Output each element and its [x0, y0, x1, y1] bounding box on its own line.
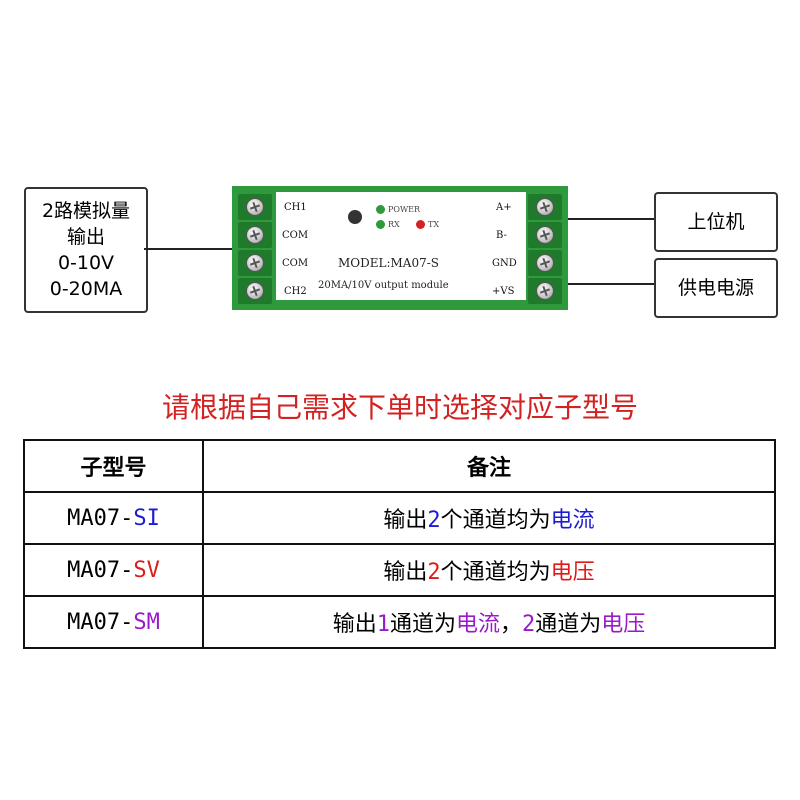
- rx-led-icon: [376, 220, 385, 229]
- power-supply-callout: 供电电源: [654, 258, 778, 318]
- remark-count: 2: [522, 612, 536, 637]
- wire-psu: [568, 283, 654, 285]
- pin-label: GND: [492, 258, 517, 269]
- submodel-table: 子型号 备注 MA07-SI 输出2个通道均为电流 MA07-SV 输出2个通道…: [23, 439, 776, 649]
- pin-label: A+: [496, 202, 512, 213]
- pin-label: B-: [496, 230, 507, 241]
- remark-count: 2: [427, 508, 441, 533]
- remark-cell: 输出1通道为电流，2通道为电压: [202, 595, 776, 649]
- remark-type: 电流: [455, 612, 500, 637]
- terminal-screw: [238, 194, 272, 220]
- remark-text: 输出: [383, 508, 428, 533]
- callout-label: 供电电源: [677, 277, 754, 299]
- module-subtitle: 20MA/10V output module: [318, 280, 449, 291]
- model-suffix: SV: [133, 557, 160, 583]
- pin-label: CH2: [284, 286, 307, 297]
- table-header-row: 子型号 备注: [23, 439, 776, 493]
- terminal-screw: [528, 194, 562, 220]
- remark-text: 个通道均为: [440, 560, 551, 585]
- model-prefix: MA07-: [67, 557, 134, 583]
- header-remark: 备注: [202, 439, 776, 493]
- status-led: [348, 210, 362, 224]
- remark-type: 电压: [550, 560, 595, 585]
- table-row: MA07-SI 输出2个通道均为电流: [23, 491, 776, 545]
- remark-text: 通道为: [535, 612, 602, 637]
- table-row: MA07-SM 输出1通道为电流，2通道为电压: [23, 595, 776, 649]
- model-prefix: MA07-: [67, 609, 134, 635]
- tx-led-icon: [416, 220, 425, 229]
- remark-text: 通道为: [389, 612, 456, 637]
- module-label-panel: POWER RX TX MODEL:MA07-S 20MA/10V output…: [312, 192, 484, 300]
- terminal-screw: [238, 250, 272, 276]
- remark-text: 输出: [332, 612, 377, 637]
- model-suffix: SI: [133, 505, 160, 531]
- header-submodel: 子型号: [23, 439, 204, 493]
- callout-line: 0-20MA: [49, 278, 123, 300]
- ma07-module: CH1 COM COM CH2 A+ B- GND +VS POWER RX T…: [232, 186, 568, 310]
- terminal-screw: [528, 278, 562, 304]
- power-led-icon: [376, 205, 385, 214]
- remark-cell: 输出2个通道均为电流: [202, 491, 776, 545]
- callout-line: 0-10V: [57, 252, 115, 274]
- terminal-screw: [528, 222, 562, 248]
- submodel-cell: MA07-SI: [23, 491, 204, 545]
- wire-host: [568, 218, 654, 220]
- analog-output-callout: 2路模拟量 输出 0-10V 0-20MA: [24, 187, 148, 313]
- remark-count: 1: [376, 612, 390, 637]
- callout-label: 上位机: [687, 211, 745, 233]
- pin-label: +VS: [492, 286, 515, 297]
- power-led-label: POWER: [388, 205, 421, 214]
- pin-label: COM: [282, 230, 309, 241]
- tx-led-label: TX: [428, 220, 440, 229]
- callout-line: 输出: [66, 226, 105, 248]
- remark-text: 个通道均为: [440, 508, 551, 533]
- terminal-screw: [238, 278, 272, 304]
- pin-label: COM: [282, 258, 309, 269]
- model-prefix: MA07-: [67, 505, 134, 531]
- left-pin-panel: CH1 COM COM CH2: [276, 192, 318, 300]
- terminal-screw: [238, 222, 272, 248]
- submodel-cell: MA07-SV: [23, 543, 204, 597]
- remark-type: 电压: [601, 612, 646, 637]
- pin-label: CH1: [284, 202, 307, 213]
- rx-led-label: RX: [388, 220, 400, 229]
- wire-left: [144, 248, 232, 250]
- remark-text: 输出: [383, 560, 428, 585]
- order-notice: 请根据自己需求下单时选择对应子型号: [161, 391, 638, 424]
- host-computer-callout: 上位机: [654, 192, 778, 252]
- terminal-screw: [528, 250, 562, 276]
- remark-type: 电流: [550, 508, 595, 533]
- remark-count: 2: [427, 560, 441, 585]
- remark-cell: 输出2个通道均为电压: [202, 543, 776, 597]
- callout-line: 2路模拟量: [41, 200, 131, 222]
- table-row: MA07-SV 输出2个通道均为电压: [23, 543, 776, 597]
- model-label: MODEL:MA07-S: [338, 256, 440, 270]
- right-pin-panel: A+ B- GND +VS: [484, 192, 526, 300]
- model-suffix: SM: [133, 609, 160, 635]
- remark-text: ，: [500, 612, 523, 637]
- submodel-cell: MA07-SM: [23, 595, 204, 649]
